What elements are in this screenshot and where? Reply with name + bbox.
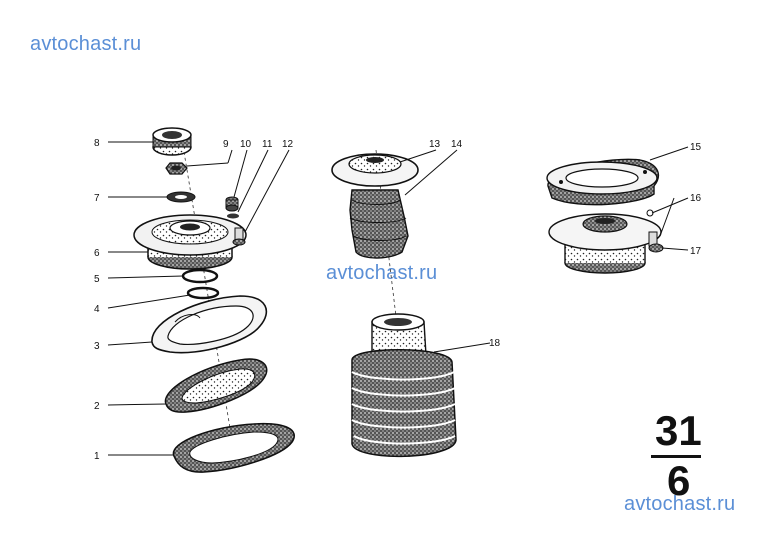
callout-15: 15: [690, 142, 702, 153]
part-18-protective-boot: [351, 313, 457, 457]
part-13-stop-cap: [331, 153, 419, 187]
leader-lines: [107, 141, 689, 456]
callout-13: 13: [429, 139, 441, 150]
watermark-top-left: avtochast.ru: [30, 33, 142, 55]
callout-14: 14: [451, 139, 463, 150]
callout-1: 1: [94, 451, 100, 462]
callout-4: 4: [94, 304, 100, 315]
part-10-nut: [225, 196, 239, 212]
part-11-washer: [227, 213, 239, 219]
part-6-strut-mount: [133, 214, 247, 270]
callout-6: 6: [94, 248, 100, 259]
part-17-bolt: [648, 231, 664, 253]
group-number-sub: 6: [667, 457, 691, 504]
callout-2: 2: [94, 401, 100, 412]
part-4-spacer: [186, 286, 220, 300]
callout-7: 7: [94, 193, 100, 204]
callout-18: 18: [489, 338, 501, 349]
part-3-spring-seat: [151, 295, 268, 354]
callout-11: 11: [262, 139, 273, 150]
part-7-washer: [166, 191, 196, 203]
callout-10: 10: [240, 139, 252, 150]
callout-9: 9: [223, 139, 229, 150]
part-9-nut: [165, 162, 188, 175]
callout-5: 5: [94, 274, 100, 285]
group-number-divider: [651, 455, 701, 458]
part-8-bushing: [152, 127, 192, 156]
callout-8: 8: [94, 138, 100, 149]
callout-16: 16: [690, 193, 702, 204]
watermark-center: avtochast.ru: [326, 262, 438, 284]
part-2-rubber-pad: [164, 358, 268, 413]
part-12-bolt: [232, 227, 246, 246]
callout-12: 12: [282, 139, 294, 150]
callout-3: 3: [94, 341, 100, 352]
part-1-rubber-ring: [172, 422, 295, 473]
part-15-top-plate: [546, 158, 660, 206]
callout-17: 17: [690, 246, 702, 257]
watermark-bottom-right: avtochast.ru: [624, 493, 736, 515]
part-16-mount: [548, 209, 662, 274]
part-14-bump-stop: [349, 189, 409, 259]
part-5-washer: [181, 268, 219, 284]
group-number-main: 31: [655, 407, 702, 454]
